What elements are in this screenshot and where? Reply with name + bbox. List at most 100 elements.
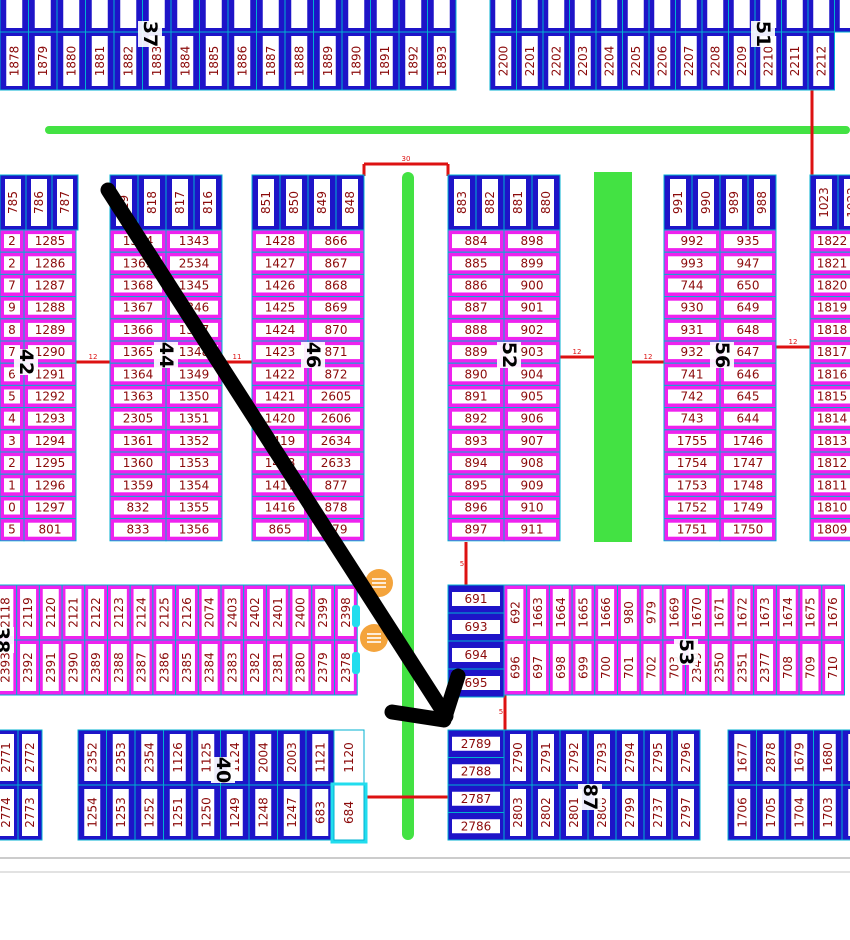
plot-cell[interactable]: 910 xyxy=(503,495,561,520)
plot-cell[interactable]: 786 xyxy=(25,174,53,231)
plot-cell[interactable]: 2392 xyxy=(16,639,40,696)
plot-cell[interactable]: 684 xyxy=(333,784,365,841)
plot-cell[interactable]: 692 xyxy=(503,584,528,641)
plot-cell[interactable]: 700 xyxy=(594,639,618,696)
plot-cell[interactable]: 905 xyxy=(503,384,561,409)
plot-cell[interactable]: 1 xyxy=(0,473,25,497)
plot-cell[interactable]: 697 xyxy=(526,639,550,696)
plot-cell[interactable]: 1811 xyxy=(809,473,850,497)
plot-cell[interactable]: 9 xyxy=(0,296,25,320)
plot-cell[interactable]: 2771 xyxy=(0,729,19,786)
plot-cell[interactable]: 699 xyxy=(571,639,596,696)
plot-cell[interactable]: 8 xyxy=(0,318,25,342)
plot-cell[interactable]: 1352 xyxy=(165,429,223,453)
plot-cell[interactable]: 2208 xyxy=(701,31,729,91)
plot-cell[interactable]: 1672 xyxy=(730,584,755,641)
plot-cell[interactable]: 935 xyxy=(719,229,777,253)
plot-cell[interactable]: 1754 xyxy=(663,451,721,475)
plot-cell[interactable]: 867 xyxy=(307,251,365,275)
plot-cell[interactable]: 1249 xyxy=(220,784,250,841)
plot-cell[interactable]: 1751 xyxy=(663,518,721,542)
plot-cell[interactable]: 1746 xyxy=(719,429,777,453)
plot-cell[interactable]: 869 xyxy=(307,296,365,320)
plot-cell[interactable]: 1812 xyxy=(809,451,850,475)
plot-cell[interactable]: 1673 xyxy=(753,584,777,641)
plot-cell[interactable]: 1250 xyxy=(191,784,221,841)
plot-cell[interactable]: 1251 xyxy=(163,784,193,841)
plot-cell[interactable]: 2383 xyxy=(220,639,245,696)
plot-cell[interactable] xyxy=(807,0,835,33)
plot-cell[interactable]: 992 xyxy=(663,229,721,253)
plot-cell[interactable]: 1120 xyxy=(333,729,365,786)
plot-cell[interactable]: 2772 xyxy=(17,729,43,786)
plot-cell[interactable]: 1671 xyxy=(707,584,732,641)
plot-cell[interactable]: 909 xyxy=(503,473,561,497)
plot-cell[interactable]: 1677 xyxy=(727,729,757,786)
plot-cell[interactable]: 1703 xyxy=(813,784,843,841)
plot-cell[interactable]: 2126 xyxy=(175,584,199,641)
plot-cell[interactable] xyxy=(622,0,650,33)
plot-cell[interactable]: 1752 xyxy=(663,495,721,520)
plot-cell[interactable]: 710 xyxy=(821,639,845,696)
plot-cell[interactable]: 1296 xyxy=(23,473,77,497)
plot-cell[interactable] xyxy=(648,0,676,33)
plot-cell[interactable]: 1818 xyxy=(809,318,850,342)
plot-cell[interactable] xyxy=(781,0,809,33)
plot-cell[interactable]: 2796 xyxy=(671,729,701,786)
plot-cell[interactable]: 887 xyxy=(447,296,505,320)
plot-cell[interactable]: 2204 xyxy=(595,31,623,91)
plot-cell[interactable]: 7 xyxy=(0,273,25,298)
plot-cell[interactable]: 2790 xyxy=(503,729,533,786)
plot-cell[interactable]: 2003 xyxy=(277,729,307,786)
plot-cell[interactable]: 5 xyxy=(0,384,25,409)
plot-cell[interactable]: 1822 xyxy=(809,229,850,253)
plot-cell[interactable]: 2799 xyxy=(615,784,645,841)
plot-cell[interactable]: 979 xyxy=(639,584,664,641)
plot-cell[interactable]: 1750 xyxy=(719,518,777,542)
plot-cell[interactable]: 2124 xyxy=(129,584,154,641)
plot-cell[interactable]: 908 xyxy=(503,451,561,475)
plot-cell[interactable]: 683 xyxy=(305,784,335,841)
plot-cell[interactable] xyxy=(701,0,729,33)
plot-cell[interactable]: 1675 xyxy=(798,584,823,641)
plot-cell[interactable]: 1663 xyxy=(526,584,550,641)
plot-cell[interactable]: 891 xyxy=(447,384,505,409)
plot-cell[interactable]: 2004 xyxy=(248,729,278,786)
plot-cell[interactable]: 787 xyxy=(51,174,79,231)
plot-cell[interactable]: 2 xyxy=(0,229,25,253)
plot-cell[interactable]: 1891 xyxy=(370,31,400,91)
plot-cell[interactable]: 1680 xyxy=(813,729,843,786)
plot-cell[interactable]: 1887 xyxy=(256,31,286,91)
plot-cell[interactable]: 2634 xyxy=(307,429,365,453)
plot-cell[interactable]: 694 xyxy=(447,640,505,670)
plot-cell[interactable]: 906 xyxy=(503,407,561,431)
plot-cell[interactable]: 872 xyxy=(307,362,365,386)
plot-cell[interactable]: 1679 xyxy=(784,729,814,786)
plot-cell[interactable] xyxy=(675,0,703,33)
plot-cell[interactable]: 2378 xyxy=(334,639,358,696)
plot-cell[interactable]: 1297 xyxy=(23,495,77,520)
plot-cell[interactable]: 849 xyxy=(307,174,337,231)
plot-cell[interactable] xyxy=(313,0,343,33)
plot-cell[interactable]: 2381 xyxy=(265,639,290,696)
plot-cell[interactable]: 2793 xyxy=(587,729,617,786)
plot-cell[interactable]: 1884 xyxy=(170,31,200,91)
plot-cell[interactable]: 1706 xyxy=(727,784,757,841)
plot-cell[interactable]: 801 xyxy=(23,518,77,542)
plot-cell[interactable]: 888 xyxy=(447,318,505,342)
plot-cell[interactable]: 1817 xyxy=(809,340,850,364)
plot-cell[interactable]: 817 xyxy=(165,174,195,231)
plot-cell[interactable] xyxy=(569,0,597,33)
plot-cell[interactable]: 1416 xyxy=(251,495,309,520)
plot-cell[interactable]: 4 xyxy=(0,407,25,431)
plot-cell[interactable]: 1367 xyxy=(109,296,167,320)
plot-cell[interactable]: 1295 xyxy=(23,451,77,475)
plot-cell[interactable]: 2403 xyxy=(220,584,245,641)
plot-cell[interactable]: 644 xyxy=(719,407,777,431)
plot-cell[interactable]: 2377 xyxy=(753,639,777,696)
plot-cell[interactable]: 2400 xyxy=(288,584,313,641)
plot-cell[interactable]: 2206 xyxy=(648,31,676,91)
plot-cell[interactable]: 2 xyxy=(0,451,25,475)
plot-cell[interactable]: 646 xyxy=(719,362,777,386)
plot-cell[interactable]: 1353 xyxy=(165,451,223,475)
